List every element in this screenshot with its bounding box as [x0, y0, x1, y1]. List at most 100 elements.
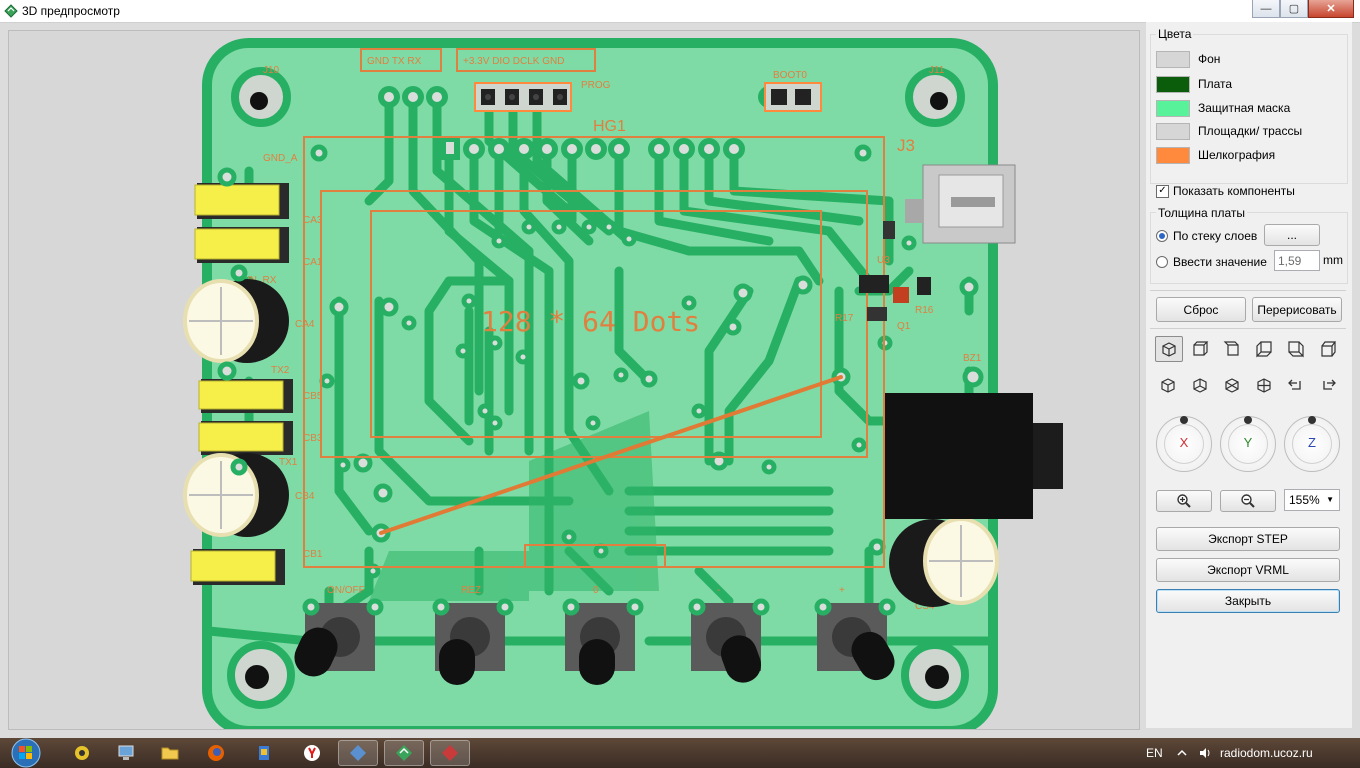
view-iso-4-button[interactable]	[1252, 374, 1276, 396]
rotate-ccw-icon	[1288, 379, 1301, 390]
taskbar-firefox[interactable]	[196, 740, 236, 766]
chevron-down-icon: ▼	[1326, 495, 1334, 504]
silk-cb3: CB3	[303, 433, 323, 444]
export-vrml-button[interactable]: Экспорт VRML	[1156, 558, 1340, 582]
color-row-background[interactable]: Фон	[1156, 50, 1220, 68]
rotate-left-button[interactable]	[1284, 374, 1308, 396]
silk-j3: J3	[897, 136, 915, 155]
zoom-in-icon	[1177, 494, 1191, 508]
dial-knob[interactable]	[1244, 416, 1252, 424]
color-row-board[interactable]: Плата	[1156, 75, 1233, 93]
start-button[interactable]	[4, 738, 44, 768]
silk-u3: U3	[877, 255, 890, 266]
silk-display-text: 128 * 64 Dots	[481, 305, 700, 338]
taskbar-app-1[interactable]	[62, 740, 102, 766]
dial-x[interactable]: X	[1156, 416, 1212, 472]
by-stack-label: По стеку слоев	[1173, 229, 1258, 243]
stack-settings-button[interactable]: ...	[1264, 224, 1320, 246]
3d-viewport[interactable]: J10 J11 GND TX RX +3.3V DIO DCLK GND PRO…	[8, 30, 1140, 730]
color-row-pads[interactable]: Площадки/ трассы	[1156, 122, 1302, 140]
minimize-button[interactable]: —	[1252, 0, 1280, 18]
zoom-select[interactable]: 155% ▼	[1284, 489, 1340, 511]
taskbar-yandex[interactable]	[292, 740, 332, 766]
app-red-icon	[442, 745, 458, 761]
color-swatch-silkscreen[interactable]	[1156, 146, 1190, 164]
pcb-render: J10 J11 GND TX RX +3.3V DIO DCLK GND PRO…	[183, 38, 1063, 729]
cube-iso-icon	[1162, 342, 1176, 357]
tray-language[interactable]: EN	[1146, 746, 1163, 760]
firefox-icon	[208, 745, 224, 761]
color-row-silkscreen[interactable]: Шелкография	[1156, 146, 1276, 164]
silk-r17: R17	[835, 313, 854, 324]
color-swatch-solder-mask[interactable]	[1156, 99, 1190, 117]
zoom-out-button[interactable]	[1220, 490, 1276, 512]
view-right-button[interactable]	[1284, 338, 1308, 360]
taskbar-app-2[interactable]	[106, 740, 146, 766]
view-back-button[interactable]	[1220, 338, 1244, 360]
yandex-icon	[304, 745, 320, 761]
cube-wire-icon	[1161, 378, 1175, 393]
view-top-button[interactable]	[1316, 338, 1340, 360]
view-iso-2-button[interactable]	[1188, 374, 1212, 396]
view-iso-1-button[interactable]	[1156, 374, 1180, 396]
taskbar-app-7[interactable]	[338, 740, 378, 766]
silk-prog-pins: +3.3V DIO DCLK GND	[463, 56, 564, 67]
silk-boot0: BOOT0	[773, 70, 807, 81]
taskbar-app-5[interactable]	[244, 740, 284, 766]
silk-j11: J11	[929, 65, 945, 76]
folder-icon	[161, 747, 179, 760]
cube-wire-icon	[1257, 378, 1271, 393]
radio-by-stack[interactable]: По стеку слоев	[1156, 229, 1257, 243]
color-label-silkscreen: Шелкография	[1198, 148, 1276, 162]
dial-knob[interactable]	[1308, 416, 1316, 424]
color-swatch-board[interactable]	[1156, 75, 1190, 93]
dial-ring	[1164, 424, 1204, 464]
color-swatch-pads[interactable]	[1156, 122, 1190, 140]
silk-gnd-tx-rx: GND TX RX	[367, 56, 422, 67]
watermark-site: radiodom.ucoz.ru	[1220, 746, 1313, 760]
view-left-button[interactable]	[1252, 338, 1276, 360]
silk-tx2: TX2	[271, 365, 290, 376]
dial-knob[interactable]	[1180, 416, 1188, 424]
view-iso-button[interactable]	[1155, 336, 1183, 362]
silk-r16: R16	[915, 305, 934, 316]
taskbar-explorer[interactable]	[150, 740, 190, 766]
color-swatch-background[interactable]	[1156, 50, 1190, 68]
dial-z[interactable]: Z	[1284, 416, 1340, 472]
view-iso-3-button[interactable]	[1220, 374, 1244, 396]
redraw-button[interactable]: Перерисовать	[1252, 297, 1342, 322]
separator	[1150, 290, 1346, 291]
radio-on-icon[interactable]	[1156, 230, 1168, 242]
pcb-app-icon	[396, 745, 412, 761]
color-row-solder-mask[interactable]: Защитная маска	[1156, 99, 1290, 117]
dial-x-label: X	[1179, 435, 1189, 450]
maximize-button[interactable]: ▢	[1280, 0, 1308, 18]
cube-right-icon	[1288, 341, 1304, 358]
close-window-button[interactable]: ✕	[1308, 0, 1354, 18]
zoom-value: 155%	[1289, 493, 1320, 507]
show-components-checkbox[interactable]: ✓ Показать компоненты	[1156, 184, 1295, 198]
thickness-input[interactable]: 1,59	[1274, 250, 1320, 271]
close-dialog-button[interactable]: Закрыть	[1156, 589, 1340, 613]
color-label-board: Плата	[1198, 77, 1233, 91]
reset-button[interactable]: Сброс	[1156, 297, 1246, 322]
export-step-button[interactable]: Экспорт STEP	[1156, 527, 1340, 551]
view-front-button[interactable]	[1188, 338, 1212, 360]
window-controls: — ▢ ✕	[1252, 0, 1354, 18]
taskbar-app-9[interactable]	[430, 740, 470, 766]
dial-y[interactable]: Y	[1220, 416, 1276, 472]
taskbar-pcb-editor[interactable]	[384, 740, 424, 766]
zoom-in-button[interactable]	[1156, 490, 1212, 512]
tray-arrow-icon[interactable]	[1176, 747, 1188, 759]
checkbox-checked-icon[interactable]: ✓	[1156, 184, 1169, 198]
rotate-right-button[interactable]	[1316, 374, 1340, 396]
radio-off-icon[interactable]	[1156, 256, 1168, 268]
radio-enter-value[interactable]: Ввести значение	[1156, 255, 1267, 269]
speaker-icon[interactable]	[1198, 746, 1212, 760]
silk-prog: PROG	[581, 80, 611, 91]
silk-tx1: TX1	[279, 457, 298, 468]
silk-hg1: HG1	[593, 118, 626, 135]
silk-cb4: CB4	[295, 491, 315, 502]
silk-in-rx: IN_RX	[247, 275, 277, 286]
silk-bz1: BZ1	[963, 353, 982, 364]
